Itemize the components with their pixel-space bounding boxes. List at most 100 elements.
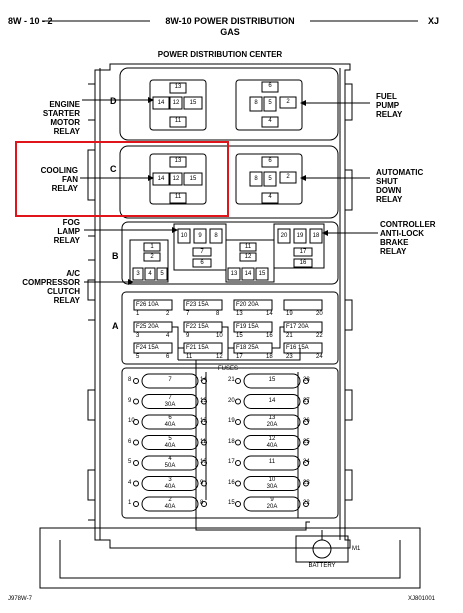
fuse-number: 7	[168, 377, 172, 383]
fuse-rating: 40A	[266, 442, 278, 449]
fuse-rating: 20A	[266, 504, 278, 510]
maxi-fuse	[243, 435, 301, 450]
maxi-fuse	[243, 476, 301, 491]
fuse-terminal	[133, 480, 139, 487]
block-a-fuse-label: F20 20A	[236, 302, 259, 308]
fuse-number: 11	[268, 459, 276, 465]
pin: 11	[244, 244, 252, 250]
fuse-terminal	[303, 439, 309, 446]
fuse-terminal	[133, 419, 139, 425]
fuse-number: 4	[168, 456, 172, 462]
fuse-cavity-left: 18	[228, 438, 235, 445]
fuse-rating: 40A	[164, 504, 176, 510]
block-b-label: B	[112, 251, 119, 261]
fuse-cavity-right: 25	[303, 438, 310, 445]
fuse-cavity-right: 27	[303, 397, 310, 404]
fuse-cavity-right: 28	[303, 377, 310, 383]
maxi-fuse	[141, 455, 199, 471]
fuse-terminal	[201, 480, 207, 487]
pin: 14	[157, 176, 165, 182]
pin: 5	[268, 176, 272, 182]
fuse-cavity-right: 23	[303, 479, 310, 486]
page-id: 8W - 10 - 2	[8, 16, 53, 26]
fuse-cavity-left: 4	[128, 479, 132, 486]
block-a-pin: 13	[236, 311, 243, 317]
maxi-fuse	[141, 476, 199, 491]
fuse-cavity-right: 9	[200, 479, 204, 486]
pin: 18	[312, 233, 320, 239]
maxi-fuse	[243, 414, 301, 430]
fuse-block	[121, 367, 339, 519]
block-a-pin: 4	[166, 333, 170, 339]
block-a-pin: 8	[216, 311, 220, 317]
pin: 5	[160, 271, 164, 277]
pin: 16	[299, 260, 307, 266]
battery-ref: M1	[352, 546, 361, 552]
block-a-pin: 10	[216, 333, 223, 339]
pin: 10	[180, 233, 188, 239]
block-b	[121, 221, 339, 285]
fuse-terminal	[235, 419, 241, 425]
mounting-tray	[39, 527, 421, 589]
fuse-cavity-left: 10	[128, 418, 135, 424]
block-a-pin: 12	[216, 354, 223, 360]
fuse-terminal	[133, 378, 139, 384]
pin: 15	[189, 176, 197, 182]
fuse-terminal	[235, 460, 241, 466]
block-a-pin: 6	[166, 354, 170, 360]
block-a-pin: 17	[236, 354, 243, 360]
fuse-terminal	[303, 501, 309, 507]
pin: 12	[244, 254, 252, 260]
pin: 2	[286, 99, 290, 105]
pin: 11	[174, 118, 182, 124]
fuse-number: 3	[168, 476, 172, 483]
block-d	[119, 67, 339, 141]
pin: 4	[268, 194, 272, 200]
footer-left: J978W-7	[8, 596, 32, 602]
fuse-rating: 50A	[164, 463, 176, 469]
block-a-fuse-label: F26 10A	[136, 302, 159, 308]
pin: 4	[268, 118, 272, 124]
fuse-number: 13	[268, 415, 276, 421]
fuse-terminal	[303, 480, 309, 487]
fuse-number: 10	[268, 476, 276, 483]
section-subtitle: GAS	[220, 27, 240, 37]
fuse-number: 2	[168, 497, 172, 503]
block-a	[121, 291, 339, 365]
fuse-cavity-left: 1	[128, 500, 132, 506]
block-a-label: A	[112, 321, 119, 331]
fuse-number: 12	[268, 435, 276, 442]
block-a-pin: 3	[136, 333, 140, 339]
fuse-cavity-left: 16	[228, 479, 235, 486]
pin: 11	[174, 194, 182, 200]
fuse-cavity-left: 20	[228, 397, 235, 404]
fuse-terminal	[201, 460, 207, 466]
pin: 13	[230, 271, 238, 277]
pin: 2	[286, 174, 290, 180]
block-a-fuse-label: F24 15A	[136, 345, 159, 351]
block-a-pin: 5	[136, 354, 140, 360]
maxi-fuse	[243, 373, 301, 389]
block-a-pin: 14	[266, 311, 273, 317]
relay-d-left	[149, 79, 207, 131]
block-a-fuse-label: F19 15A	[236, 324, 259, 330]
fuse-number: 5	[168, 435, 172, 442]
pin: 20	[280, 233, 288, 239]
fuse-cavity-right: 22	[303, 500, 310, 506]
relay-b-right	[273, 223, 325, 269]
fuses-title: FUSES	[217, 366, 238, 372]
block-a-pin: 9	[186, 333, 190, 339]
block-a-pin: 18	[266, 354, 273, 360]
pin: 14	[157, 100, 165, 106]
fuse-cavity-right: 11	[200, 438, 207, 445]
fuse-cavity-right: 14	[200, 377, 207, 383]
pin: 3	[136, 271, 140, 277]
pin: 8	[254, 100, 258, 106]
fuse-terminal	[303, 460, 309, 466]
